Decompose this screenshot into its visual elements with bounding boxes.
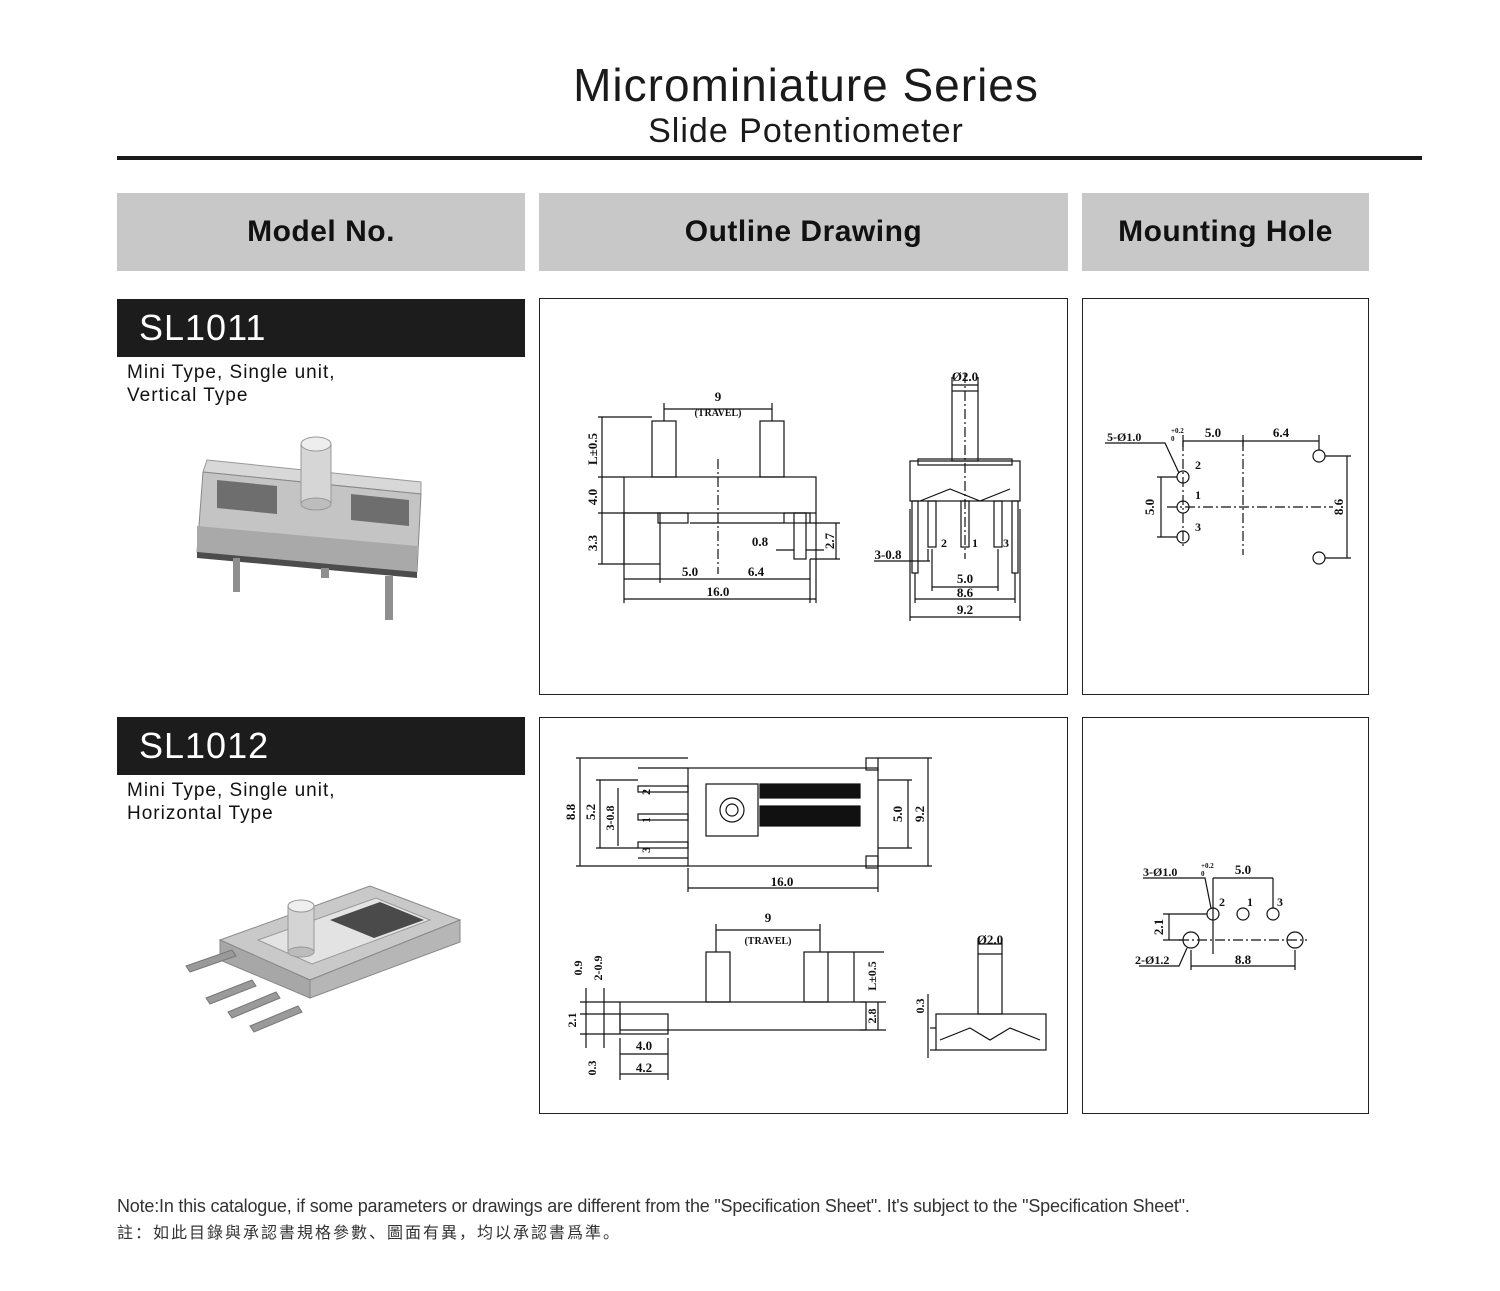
dim-b1: 4.0 <box>636 1038 652 1053</box>
hole-label-1: 1 <box>1195 488 1201 502</box>
description-line: Vertical Type <box>127 385 249 406</box>
product-image-sl1011 <box>196 436 422 620</box>
pin-label-2: 2 <box>639 789 653 795</box>
dim-hole-pitch-2: 6.4 <box>1273 425 1290 440</box>
dim-travel: 9 <box>715 389 722 404</box>
outline-drawing-sl1011: 9 (TRAVEL) L±0.5 4.0 3.3 0.8 2.7 5.0 6.4… <box>539 298 1068 695</box>
dim-holes: 3-Ø1.0 <box>1143 865 1177 879</box>
dim-hole-vertical-2: 8.6 <box>1331 498 1346 515</box>
dim-width-outer: 9.2 <box>912 806 927 822</box>
dim-side-1: 5.0 <box>957 571 973 586</box>
page-subtitle: Slide Potentiometer <box>648 112 964 150</box>
model-number-sl1012: SL1012 <box>117 717 525 775</box>
dim-body-length: 16.0 <box>771 874 794 889</box>
dim-hole-pitch: 5.0 <box>1235 862 1251 877</box>
mounting-diagram-sl1012: 3-Ø1.0 +0.2 0 5.0 2.1 2-Ø1.2 8.8 2 1 3 <box>1135 862 1307 970</box>
dim-tolerance-upper: +0.2 <box>1201 862 1214 870</box>
dim-a2: 2-0.9 <box>591 956 605 981</box>
dim-big-holes: 2-Ø1.2 <box>1135 953 1169 967</box>
dim-pin-span: 5.2 <box>583 804 598 820</box>
dim-a3: 2.1 <box>565 1013 579 1028</box>
dim-pitch-1: 5.0 <box>682 564 698 579</box>
model-number-sl1011: SL1011 <box>117 299 525 357</box>
hole-label-3: 3 <box>1277 895 1283 909</box>
dim-a1: 0.9 <box>571 961 585 976</box>
dim-tolerance-lower: 0 <box>1201 870 1205 878</box>
dim-pin-width: 0.8 <box>752 534 769 549</box>
footer-note-english: Note:In this catalogue, if some paramete… <box>117 1196 1190 1216</box>
dim-shaft-diameter: Ø2.0 <box>977 932 1003 947</box>
outline-drawing-sl1012: 8.8 5.2 3-0.8 2 1 3 5.0 9.2 16.0 9 (TRAV… <box>539 717 1068 1114</box>
mounting-diagram-sl1011: 5-Ø1.0 +0.2 0 5.0 6.4 5.0 8.6 2 1 3 <box>1105 425 1351 565</box>
dim-length: L±0.5 <box>585 432 600 465</box>
mounting-hole-sl1011: 5-Ø1.0 +0.2 0 5.0 6.4 5.0 8.6 2 1 3 <box>1082 298 1369 695</box>
pin-label-1: 1 <box>639 817 653 823</box>
dim-hole-offset: 2.1 <box>1151 919 1166 935</box>
dim-side-3: 9.2 <box>957 602 973 617</box>
dim-travel-label: (TRAVEL) <box>694 408 741 419</box>
dim-shaft-diameter: Ø2.0 <box>952 369 978 384</box>
pin-label-2: 2 <box>941 536 947 550</box>
hole-label-1: 1 <box>1247 895 1253 909</box>
dim-tolerance-upper: +0.2 <box>1171 427 1184 435</box>
dim-travel: 9 <box>765 910 772 925</box>
dim-total-width: 16.0 <box>707 584 730 599</box>
dim-hole-vertical-1: 5.0 <box>1142 499 1157 515</box>
dim-hole-pitch-1: 5.0 <box>1205 425 1221 440</box>
dim-pins: 3-0.8 <box>874 547 902 562</box>
dim-pitch-2: 6.4 <box>748 564 765 579</box>
dim-height-total: 8.8 <box>563 803 578 820</box>
dim-width-inner: 5.0 <box>890 806 905 822</box>
footer-note-chinese: 註：如此目錄與承認書規格參數、圖面有異，均以承認書爲準。 <box>117 1225 622 1242</box>
description-line: Mini Type, Single unit, <box>127 362 336 383</box>
dim-travel-label: (TRAVEL) <box>744 936 791 947</box>
page-title: Microminiature Series <box>573 59 1039 111</box>
product-image-sl1012 <box>185 885 462 1033</box>
title-rule <box>117 156 1422 160</box>
model-description-sl1011: Mini Type, Single unit, Vertical Type <box>127 361 336 407</box>
hole-label-2: 2 <box>1195 458 1201 472</box>
column-header-outline: Outline Drawing <box>539 193 1068 271</box>
dim-big-hole-pitch: 8.8 <box>1235 952 1252 967</box>
outline-diagram-sl1011: 9 (TRAVEL) L±0.5 4.0 3.3 0.8 2.7 5.0 6.4… <box>585 369 1021 621</box>
dim-length: L±0.5 <box>865 961 879 991</box>
pin-label-1: 1 <box>972 536 978 550</box>
hole-label-2: 2 <box>1219 895 1225 909</box>
dim-a4: 0.3 <box>585 1061 599 1076</box>
pin-label-3: 3 <box>1003 536 1009 550</box>
dim-pins: 3-0.8 <box>603 806 617 831</box>
model-description-sl1012: Mini Type, Single unit, Horizontal Type <box>127 779 336 825</box>
dim-b2: 4.2 <box>636 1060 652 1075</box>
column-header-model: Model No. <box>117 193 525 271</box>
description-line: Horizontal Type <box>127 803 274 824</box>
dim-holes: 5-Ø1.0 <box>1107 430 1141 444</box>
hole-label-3: 3 <box>1195 520 1201 534</box>
pin-label-3: 3 <box>639 847 653 853</box>
dim-height-pins: 3.3 <box>585 534 600 551</box>
dim-side-2: 8.6 <box>957 585 974 600</box>
dim-c1: 2.8 <box>865 1009 879 1024</box>
dim-e1: 0.3 <box>913 999 927 1014</box>
dim-pin-height: 2.7 <box>822 532 837 549</box>
mounting-hole-sl1012: 3-Ø1.0 +0.2 0 5.0 2.1 2-Ø1.2 8.8 2 1 3 <box>1082 717 1369 1114</box>
dim-height-body: 4.0 <box>585 489 600 505</box>
column-header-mounting: Mounting Hole <box>1082 193 1369 271</box>
outline-diagram-sl1012: 8.8 5.2 3-0.8 2 1 3 5.0 9.2 16.0 9 (TRAV… <box>563 757 1047 1080</box>
description-line: Mini Type, Single unit, <box>127 780 336 801</box>
dim-tolerance-lower: 0 <box>1171 435 1175 443</box>
